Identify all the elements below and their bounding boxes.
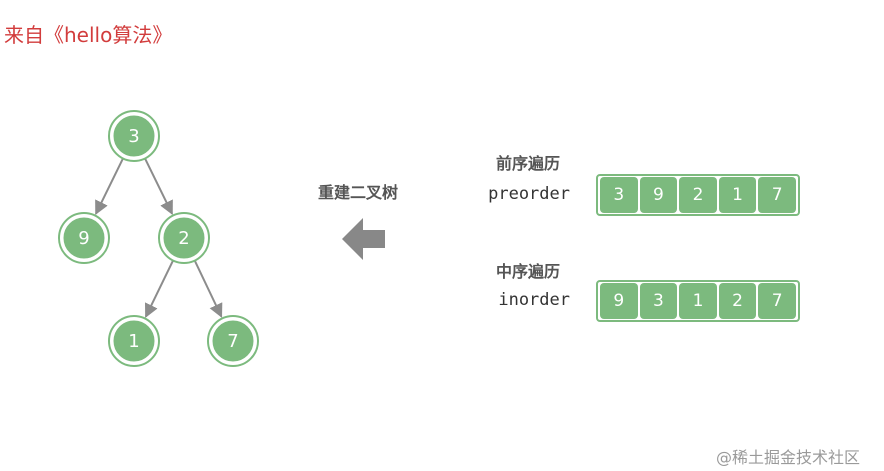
preorder-name: preorder — [488, 184, 570, 204]
rebuild-tree-label: 重建二叉树 — [318, 183, 399, 202]
preorder-array: 3 9 2 1 7 — [596, 174, 800, 216]
preorder-cell: 7 — [758, 177, 796, 213]
tree-node-value: 2 — [178, 228, 189, 249]
watermark: @稀土掘金技术社区 — [716, 448, 861, 467]
tree-edge — [144, 158, 174, 216]
inorder-cell: 9 — [600, 283, 638, 319]
inorder-title: 中序遍历 — [496, 262, 561, 281]
tree-node-ring — [58, 212, 110, 264]
tree-node: 2 — [158, 212, 210, 264]
inorder-cell: 1 — [679, 283, 717, 319]
tree-node-ring — [158, 212, 210, 264]
tree-node: 3 — [108, 110, 160, 162]
tree-node-ring — [207, 315, 259, 367]
tree-node-circle — [60, 214, 108, 262]
arrow-left-icon — [342, 218, 385, 260]
inorder-array: 9 3 1 2 7 — [596, 280, 800, 322]
tree-node-ring — [108, 315, 160, 367]
tree-node-circle — [110, 317, 158, 365]
tree-node-circle — [160, 214, 208, 262]
tree-node-value: 7 — [227, 331, 238, 352]
inorder-cell: 3 — [639, 283, 678, 319]
tree-node: 9 — [58, 212, 110, 264]
inorder-cell: 2 — [718, 283, 757, 319]
tree-node-ring — [108, 110, 160, 162]
preorder-cell: 2 — [679, 177, 717, 213]
tree-edge — [193, 260, 223, 318]
tree-edge — [94, 158, 124, 216]
inorder-cell: 7 — [758, 283, 796, 319]
tree-node-value: 3 — [128, 126, 139, 147]
tree-edge — [144, 260, 174, 318]
tree-node-circle — [209, 317, 257, 365]
inorder-name: inorder — [498, 290, 570, 310]
tree-node: 1 — [108, 315, 160, 367]
preorder-cell: 1 — [718, 177, 757, 213]
preorder-cell: 9 — [639, 177, 678, 213]
tree-node-value: 9 — [78, 228, 89, 249]
tree-node-value: 1 — [128, 331, 139, 352]
preorder-title: 前序遍历 — [496, 154, 561, 173]
tree-node-circle — [110, 112, 158, 160]
source-label: 来自《hello算法》 — [4, 23, 173, 47]
preorder-cell: 3 — [600, 177, 638, 213]
tree-node: 7 — [207, 315, 259, 367]
